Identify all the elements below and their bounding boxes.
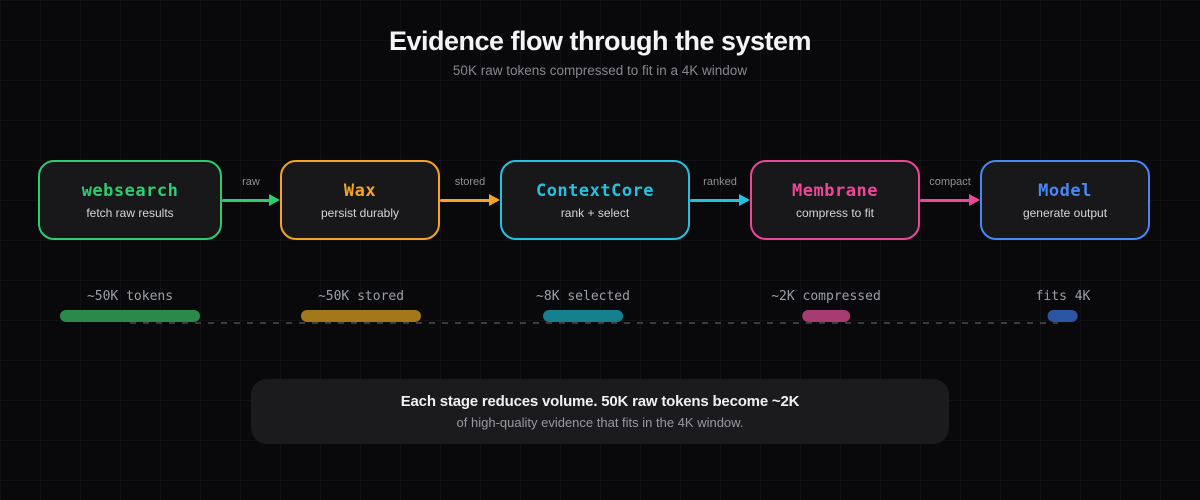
stage-fits-4k-bar [1047, 310, 1078, 322]
node-contextcore-subtitle: rank + select [560, 205, 630, 220]
stage-raw-tokens: ~50K tokens [60, 289, 200, 322]
node-model-title: Model [1038, 180, 1092, 201]
stage-fits-4k: fits 4K [1035, 289, 1091, 322]
edge-compact-line [920, 199, 971, 202]
arrowhead-icon [969, 194, 980, 206]
edge-ranked: ranked [690, 160, 750, 240]
node-membrane: Membrane compress to fit [750, 160, 920, 240]
stage-stored: ~50K stored [301, 289, 421, 322]
stage-compressed-bar [801, 310, 850, 322]
stage-selected: ~8K selected [536, 289, 630, 322]
stage-selected-label: ~8K selected [536, 289, 630, 304]
edge-compact-label: compact [929, 176, 971, 188]
stage-compressed-label: ~2K compressed [771, 289, 881, 304]
stage-stored-label: ~50K stored [317, 289, 405, 304]
page-subtitle: 50K raw tokens compressed to fit in a 4K… [452, 63, 748, 78]
edge-stored-line [440, 199, 491, 202]
edge-compact: compact [920, 160, 980, 240]
stage-raw-tokens-bar [60, 310, 200, 322]
arrowhead-icon [269, 194, 280, 206]
stage-stored-bar [301, 310, 421, 322]
node-websearch-subtitle: fetch raw results [86, 205, 174, 220]
edge-stored: stored [440, 160, 500, 240]
arrowhead-icon [489, 194, 500, 206]
stage-fits-4k-label: fits 4K [1035, 289, 1091, 304]
node-wax-title: Wax [343, 180, 377, 201]
node-membrane-title: Membrane [792, 180, 878, 201]
summary-callout-line1: Each stage reduces volume. 50K raw token… [400, 393, 800, 410]
edge-raw-label: raw [242, 176, 260, 188]
node-websearch: websearch fetch raw results [38, 160, 222, 240]
node-membrane-subtitle: compress to fit [795, 205, 875, 220]
arrowhead-icon [739, 194, 750, 206]
edge-ranked-label: ranked [703, 176, 737, 188]
node-wax-subtitle: persist durably [320, 205, 400, 220]
volume-track-dashed-line [130, 322, 1058, 324]
edge-raw: raw [222, 160, 280, 240]
stage-compressed: ~2K compressed [771, 289, 881, 322]
node-contextcore: ContextCore rank + select [500, 160, 690, 240]
summary-callout: Each stage reduces volume. 50K raw token… [251, 379, 949, 444]
node-wax: Wax persist durably [280, 160, 440, 240]
node-contextcore-title: ContextCore [535, 180, 655, 201]
node-model: Model generate output [980, 160, 1150, 240]
edge-raw-line [222, 199, 271, 202]
page-title: Evidence flow through the system [388, 26, 812, 56]
summary-callout-line2: of high-quality evidence that fits in th… [456, 415, 744, 430]
stage-raw-tokens-label: ~50K tokens [86, 289, 174, 304]
edge-stored-label: stored [454, 176, 486, 188]
edge-ranked-line [690, 199, 741, 202]
node-websearch-title: websearch [81, 180, 179, 201]
stage-selected-bar [542, 310, 623, 322]
node-model-subtitle: generate output [1022, 205, 1108, 220]
